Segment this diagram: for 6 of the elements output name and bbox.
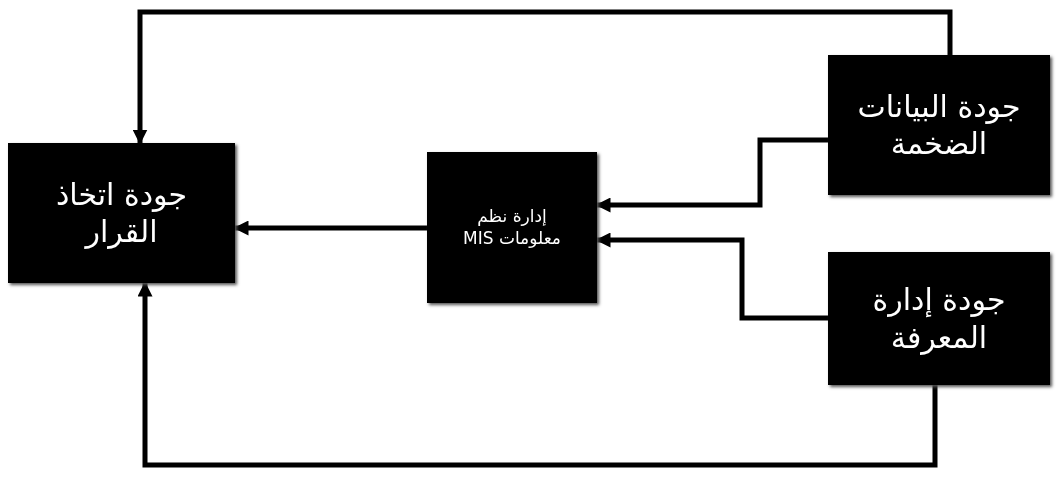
process-box: جودة اتخاذ القرار bbox=[8, 143, 235, 283]
arrow bbox=[137, 281, 938, 468]
process-box: جودة البيانات الضخمة bbox=[828, 55, 1050, 195]
process-box: جودة إدارة المعرفة bbox=[828, 252, 1050, 385]
arrow bbox=[132, 9, 953, 145]
process-box: إدارة نظم معلومات MIS bbox=[427, 152, 597, 303]
